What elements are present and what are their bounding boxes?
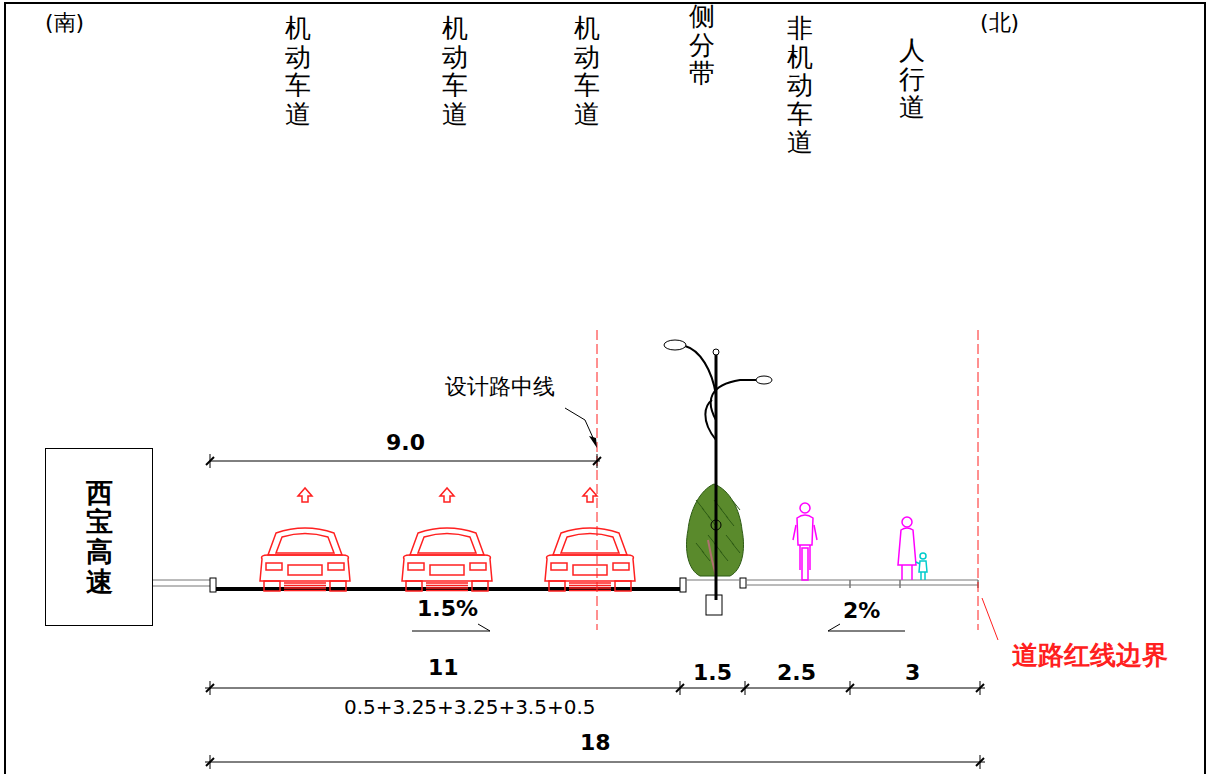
- lane-name: 机动车道: [442, 14, 468, 128]
- curb: [680, 578, 686, 592]
- car: [545, 528, 635, 591]
- lamp-top: [713, 349, 719, 355]
- shoulder-line: [152, 580, 210, 581]
- dimension-line: [205, 688, 985, 689]
- dimension-tick: [676, 684, 684, 692]
- lane-name: 人行道: [899, 36, 925, 122]
- lane-name: 侧分带: [689, 2, 715, 88]
- dimension-label: 道路红线边界: [1012, 638, 1168, 673]
- dimension-label: 3: [905, 660, 920, 685]
- dimension-tick: [206, 457, 214, 465]
- direction-arrow: [298, 488, 312, 502]
- dimension-tick: [846, 684, 854, 692]
- annotation: (南): [45, 8, 84, 38]
- annotation: 0.5+3.25+3.25+3.5+0.5: [344, 695, 596, 719]
- divider-line: [686, 580, 740, 581]
- leaf: [732, 500, 740, 510]
- dimension-label: 2%: [843, 598, 880, 623]
- direction-arrow: [440, 488, 454, 502]
- lamp-arm: [685, 346, 716, 395]
- leader-arrow: [589, 436, 597, 448]
- pole-base: [706, 595, 722, 615]
- dimension-tick: [206, 684, 214, 692]
- dimension-tick: [206, 758, 214, 766]
- car: [260, 528, 350, 591]
- red-line-boundary: [978, 330, 979, 630]
- highway-box: 西宝高速: [45, 448, 153, 626]
- curb: [740, 578, 746, 588]
- pole-mark: [711, 520, 721, 530]
- dimension-label: 1.5: [693, 660, 732, 685]
- sidewalk-line: [746, 585, 978, 586]
- dimension-label: 2.5: [777, 660, 816, 685]
- road-surface: [216, 587, 680, 591]
- lane-name: 机动车道: [574, 14, 600, 128]
- joint: [849, 580, 851, 588]
- dimension-label: 9.0: [386, 430, 425, 455]
- cyclist: [793, 503, 817, 580]
- curb: [210, 578, 216, 592]
- leaf: [732, 543, 740, 553]
- slope-line: [412, 631, 490, 632]
- direction-arrow: [583, 488, 597, 502]
- slope-arrow: [828, 624, 840, 631]
- car: [402, 528, 492, 591]
- frame: [5, 3, 1205, 774]
- dimension-line: [210, 461, 600, 462]
- dimension-tick: [976, 758, 984, 766]
- leader-line: [982, 598, 998, 640]
- child: [916, 553, 927, 580]
- slope-arrow: [478, 624, 490, 631]
- dimension-tick: [976, 684, 984, 692]
- leaf: [726, 516, 734, 526]
- joint: [899, 580, 901, 588]
- box-label: 西宝高速: [86, 478, 113, 597]
- leaf: [702, 551, 710, 561]
- lane-name: 非机动车道: [787, 14, 813, 157]
- lamp-head: [664, 340, 686, 350]
- design-centerline: [597, 330, 598, 630]
- dimension-label: 11: [428, 655, 459, 680]
- dimension-label: 18: [580, 730, 611, 755]
- dimension-line: [205, 762, 985, 763]
- annotation: (北): [980, 8, 1019, 38]
- dimension-tick: [741, 684, 749, 692]
- dimension-label: 1.5%: [417, 596, 478, 621]
- shoulder-line: [152, 586, 210, 587]
- dimension-tick: [593, 457, 601, 465]
- lamp-arm: [705, 400, 716, 440]
- leaf: [720, 551, 728, 561]
- annotation: 设计路中线: [445, 372, 555, 402]
- lamp-arm: [711, 380, 765, 420]
- leader-line: [565, 408, 594, 440]
- lane-name: 机动车道: [285, 14, 311, 128]
- pedestrian: [898, 517, 916, 580]
- lamp-head: [756, 376, 772, 384]
- slope-line: [828, 631, 905, 632]
- sidewalk-line: [746, 580, 978, 581]
